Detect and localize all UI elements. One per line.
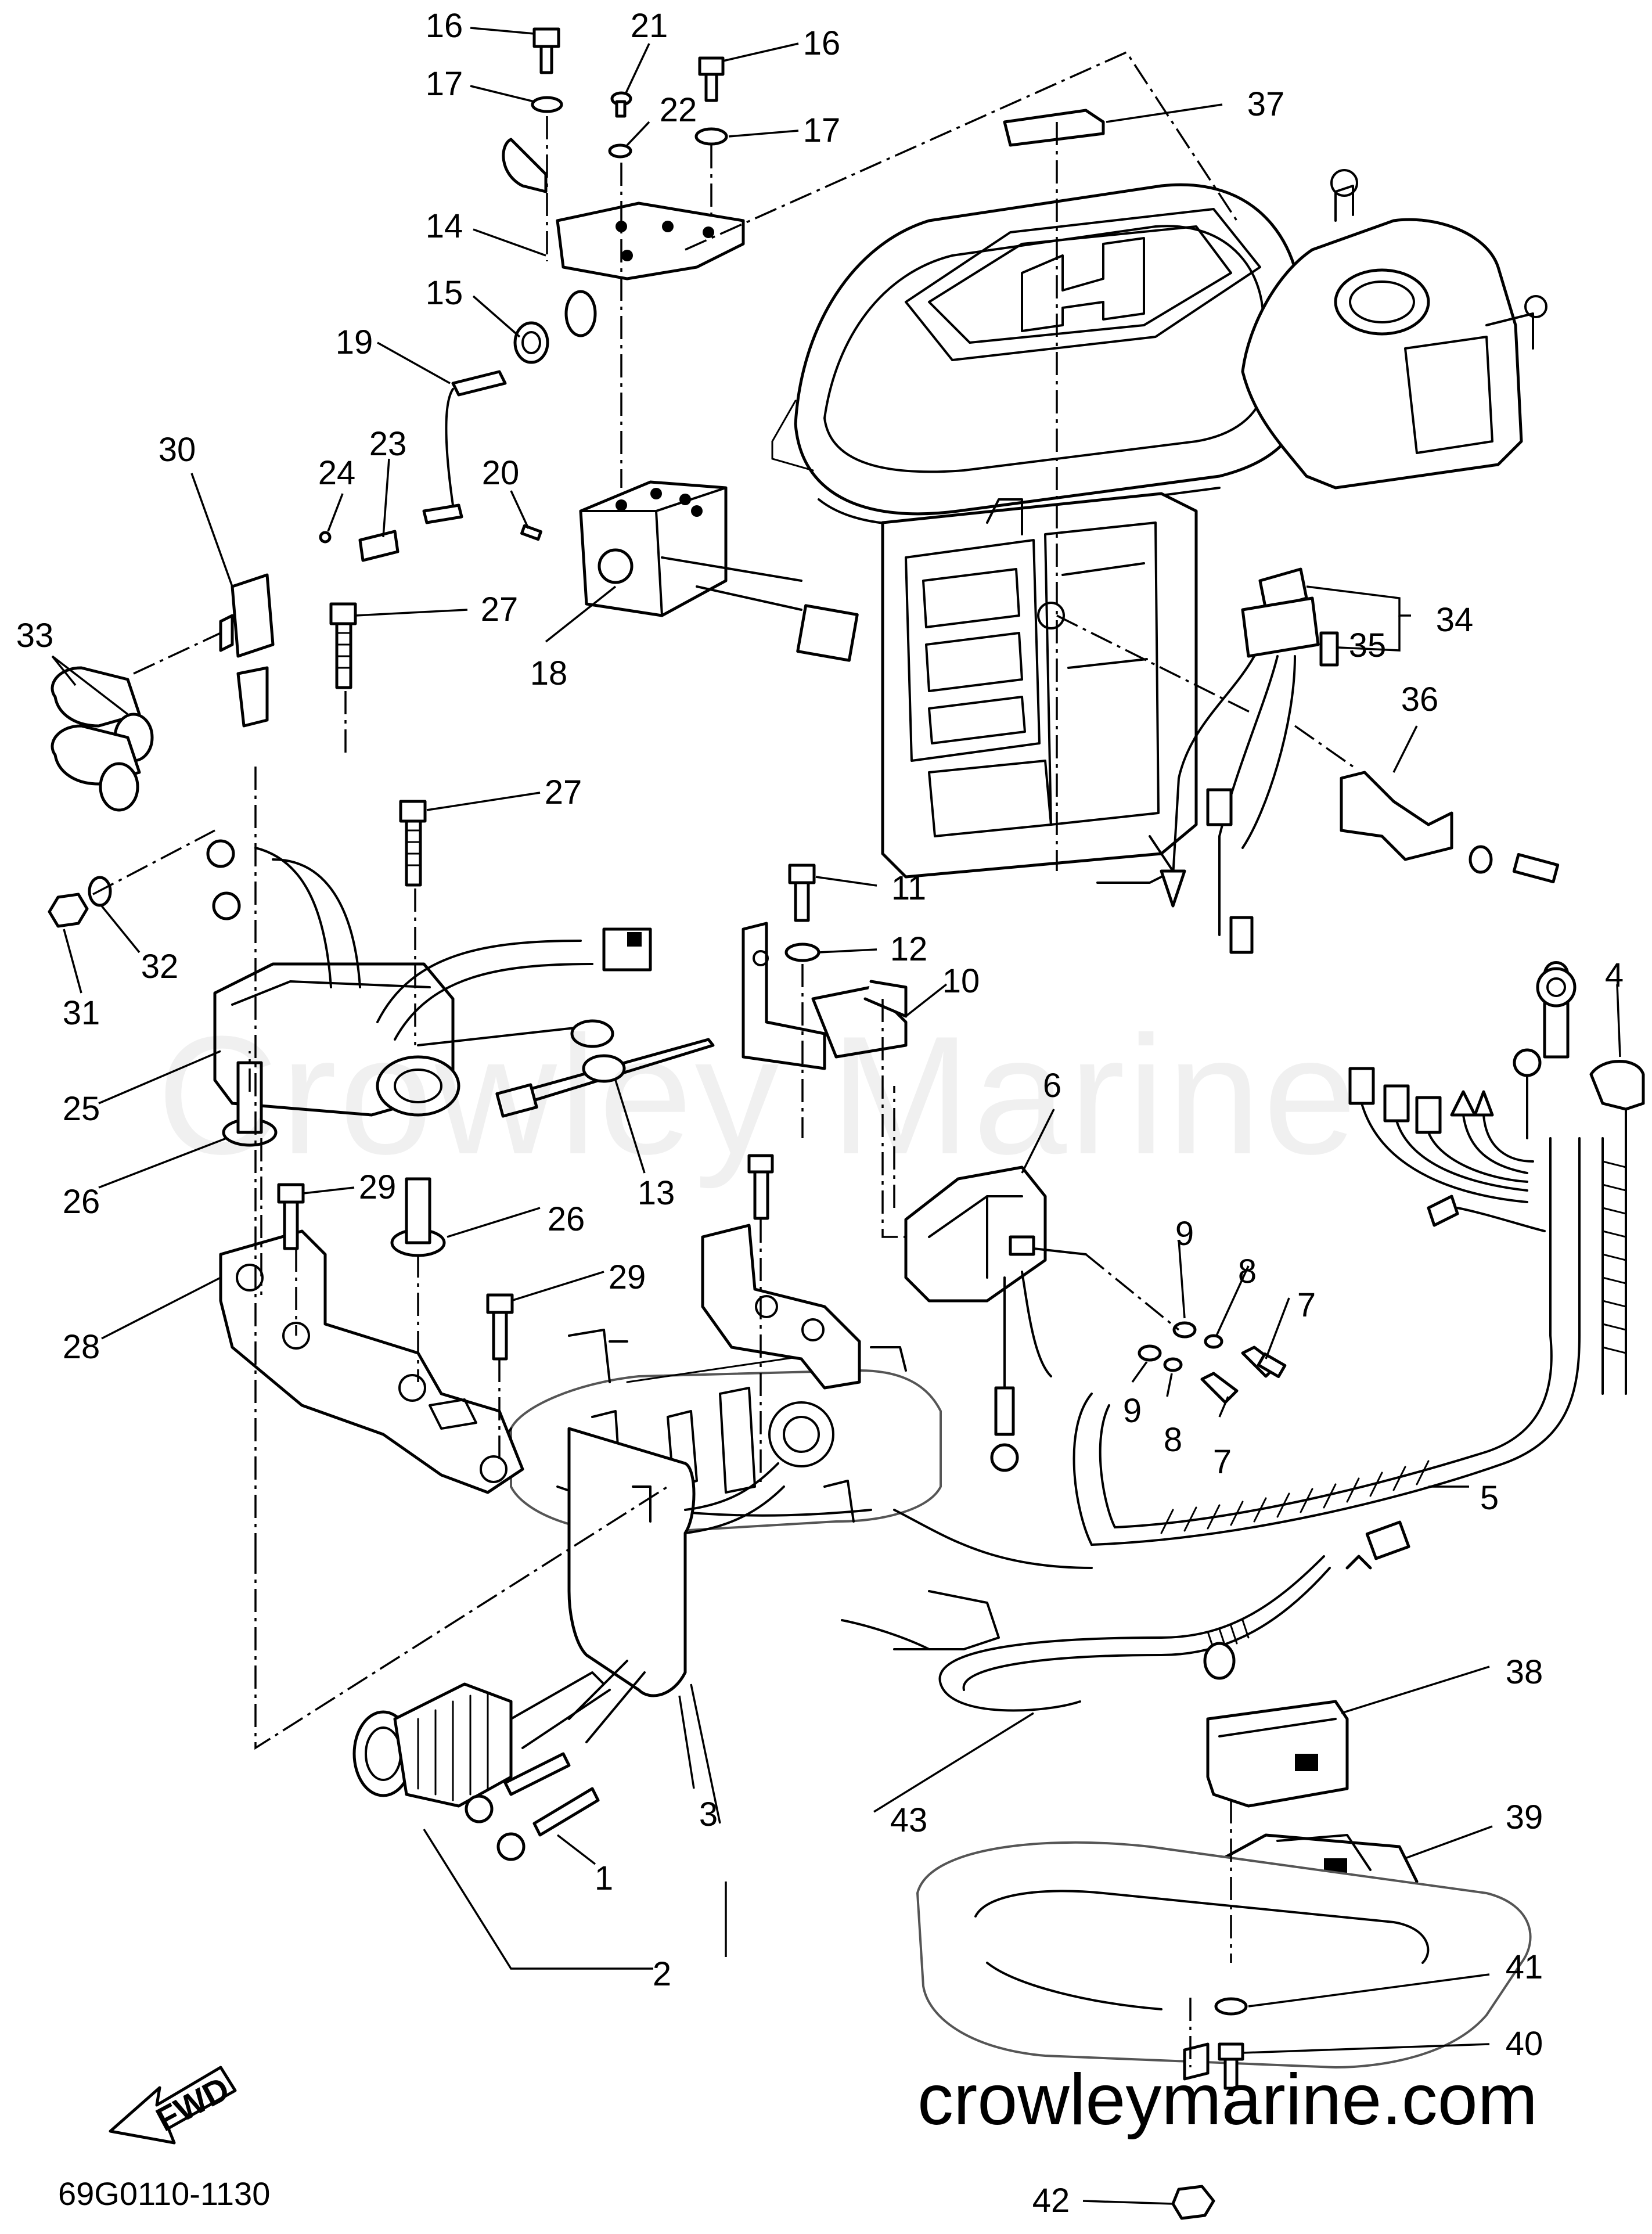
callout-42: 42 bbox=[1032, 2182, 1070, 2219]
callout-40: 40 bbox=[1505, 2025, 1543, 2063]
wiring-harness bbox=[1072, 961, 1645, 1546]
callout-39: 39 bbox=[1505, 1798, 1543, 1836]
callout-7: 7 bbox=[1297, 1286, 1316, 1324]
callout-41: 41 bbox=[1505, 1948, 1543, 1986]
callout-43: 43 bbox=[890, 1801, 928, 1839]
part-25-ignition-coil bbox=[206, 839, 652, 1117]
engine-flywheel-cover bbox=[771, 169, 1547, 884]
callout-19: 19 bbox=[335, 323, 373, 361]
callout-7: 7 bbox=[1212, 1443, 1232, 1481]
callout-23: 23 bbox=[369, 425, 407, 463]
callout-34: 34 bbox=[1435, 601, 1474, 639]
callout-12: 12 bbox=[890, 930, 928, 968]
part-43-cable bbox=[938, 1520, 1410, 1712]
part-14-bracket bbox=[502, 138, 745, 337]
callout-31: 31 bbox=[62, 994, 100, 1032]
callout-21: 21 bbox=[630, 7, 668, 45]
callout-10: 10 bbox=[942, 962, 980, 1000]
callout-38: 38 bbox=[1505, 1653, 1543, 1691]
callout-4: 4 bbox=[1604, 956, 1624, 994]
callout-3: 3 bbox=[699, 1796, 718, 1833]
leader-lines bbox=[51, 27, 1621, 2205]
part-3-grommet bbox=[567, 1427, 785, 1697]
callout-37: 37 bbox=[1247, 85, 1285, 123]
callout-29: 29 bbox=[358, 1168, 397, 1206]
part-28-mounting-plate bbox=[219, 1229, 524, 1494]
watermark-text: Crowley Marine bbox=[157, 1001, 1359, 1189]
callout-20: 20 bbox=[481, 454, 520, 492]
diagram-id: 69G0110-1130 bbox=[58, 2175, 271, 2212]
callout-14: 14 bbox=[425, 207, 463, 245]
callout-25: 25 bbox=[62, 1090, 100, 1128]
callout-29: 29 bbox=[608, 1258, 646, 1296]
callout-35: 35 bbox=[1348, 627, 1387, 664]
callout-13: 13 bbox=[637, 1174, 675, 1212]
fwd-arrow: FWD bbox=[109, 2066, 237, 2145]
fwd-label: FWD bbox=[150, 2070, 235, 2139]
callout-5: 5 bbox=[1480, 1479, 1499, 1517]
callout-16: 16 bbox=[802, 24, 841, 62]
callout-1: 1 bbox=[594, 1859, 614, 1897]
callout-30: 30 bbox=[158, 431, 196, 469]
site-url: crowleymarine.com bbox=[917, 2060, 1538, 2140]
callout-22: 22 bbox=[659, 91, 697, 129]
callout-17: 17 bbox=[802, 111, 841, 149]
relay-bracket bbox=[701, 1224, 861, 1390]
callout-8: 8 bbox=[1237, 1253, 1257, 1290]
alignment-lines bbox=[92, 51, 1354, 2067]
callout-15: 15 bbox=[425, 274, 463, 312]
part-38-module bbox=[1203, 1642, 1349, 1808]
callout-32: 32 bbox=[141, 948, 179, 985]
callout-6: 6 bbox=[1042, 1067, 1062, 1105]
callout-24: 24 bbox=[318, 454, 356, 492]
callout-36: 36 bbox=[1401, 681, 1439, 718]
part-6-cdi-unit bbox=[904, 1165, 1087, 1472]
part-18-switch-box bbox=[579, 480, 859, 662]
small-hardware bbox=[48, 27, 1560, 1404]
callout-16: 16 bbox=[425, 7, 463, 45]
callout-9: 9 bbox=[1175, 1215, 1194, 1253]
callout-27: 27 bbox=[544, 774, 582, 811]
callout-33: 33 bbox=[16, 617, 54, 654]
callout-26: 26 bbox=[547, 1200, 585, 1238]
callout-17: 17 bbox=[425, 65, 463, 103]
callout-28: 28 bbox=[62, 1328, 100, 1366]
callout-9: 9 bbox=[1122, 1392, 1142, 1430]
callout-11: 11 bbox=[891, 869, 927, 907]
callout-8: 8 bbox=[1163, 1421, 1183, 1459]
callout-2: 2 bbox=[652, 1955, 672, 1993]
part-1-key-switch bbox=[352, 1660, 646, 1861]
callout-27: 27 bbox=[480, 591, 519, 628]
callout-18: 18 bbox=[530, 654, 568, 692]
callout-26: 26 bbox=[62, 1183, 100, 1221]
